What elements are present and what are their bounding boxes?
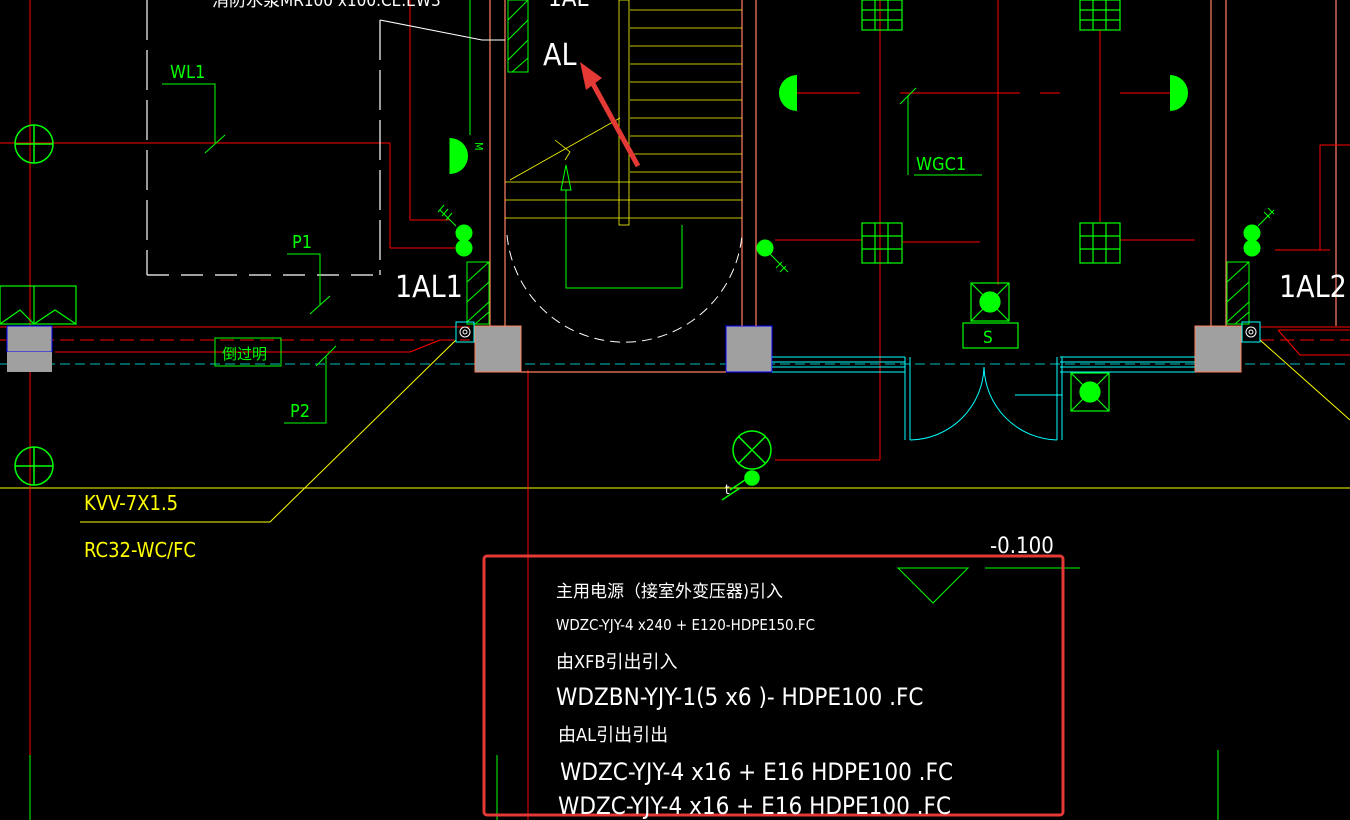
note-highlight-box <box>482 554 1065 817</box>
green-leaders <box>29 0 1219 820</box>
label-1al2: 1AL2 <box>1279 270 1347 305</box>
note-line-4: WDZBN-YJY-1(5 x6 )- HDPE100 .FC <box>556 683 924 711</box>
note-line-5: 由AL引出引出 <box>558 725 668 746</box>
stair-treads <box>505 0 742 226</box>
red-arrow-icon <box>580 62 641 168</box>
label-al-partial: 1AL <box>548 0 589 12</box>
kvv-leader <box>80 339 457 523</box>
label-kvv: KVV-7X1.5 <box>84 491 178 515</box>
note-line-1: 主用电源（接室外变压器)引入 <box>556 582 783 602</box>
label-al: AL <box>543 38 577 73</box>
stair-landing-arc <box>506 234 743 343</box>
label-t: t <box>725 483 730 498</box>
label-1al1: 1AL1 <box>395 270 463 305</box>
note-line-7: WDZC-YJY-4 x16 + E16 HDPE100 .FC <box>558 792 951 820</box>
label-wgc1: WGC1 <box>916 154 966 175</box>
circuit-wires <box>55 0 1350 461</box>
note-line-2: WDZC-YJY-4 x240 + E120-HDPE150.FC <box>556 616 815 634</box>
axis-marker-2 <box>14 446 54 486</box>
note-line-3: 由XFB引出引入 <box>556 652 678 673</box>
detector-icon <box>437 204 1275 273</box>
grid-lamp-icon <box>861 0 1121 264</box>
door-swings <box>772 356 1195 441</box>
label-rc32: RC32-WC/FC <box>84 538 196 562</box>
junction-boxes <box>455 321 1261 343</box>
stair-walls <box>489 0 1337 373</box>
top-label-leader <box>379 19 505 41</box>
drawing-labels: 消防水泵MR100 x100.CE.EW3 WL1 P1 P2 1AL AL 1… <box>84 0 1347 820</box>
label-elevation: -0.100 <box>990 534 1054 559</box>
axis-marker-1 <box>14 124 54 164</box>
distribution-box-left <box>0 285 77 325</box>
right-yellow-diagonal <box>1259 339 1350 421</box>
label-p2: P2 <box>290 401 310 422</box>
label-wl1: WL1 <box>170 62 205 83</box>
circle-symbol-icon <box>721 430 772 501</box>
stair-path <box>565 190 683 289</box>
label-s: S <box>983 328 993 348</box>
top-label: 消防水泵MR100 x100.CE.EW3 <box>212 0 441 11</box>
note-line-6: WDZC-YJY-4 x16 + E16 HDPE100 .FC <box>560 758 953 786</box>
wall-light-icon <box>449 75 1188 174</box>
exhaust-fan-icon <box>962 282 1110 412</box>
stair-up-arrow <box>560 164 572 191</box>
label-p1: P1 <box>292 232 312 253</box>
inverted-label-box <box>214 337 282 367</box>
wall-columns <box>6 325 1242 373</box>
hatched-panels <box>466 0 1250 325</box>
label-inverted: 倒过明 <box>222 345 267 363</box>
room-outline-left <box>146 0 381 276</box>
label-m: M <box>472 142 485 151</box>
